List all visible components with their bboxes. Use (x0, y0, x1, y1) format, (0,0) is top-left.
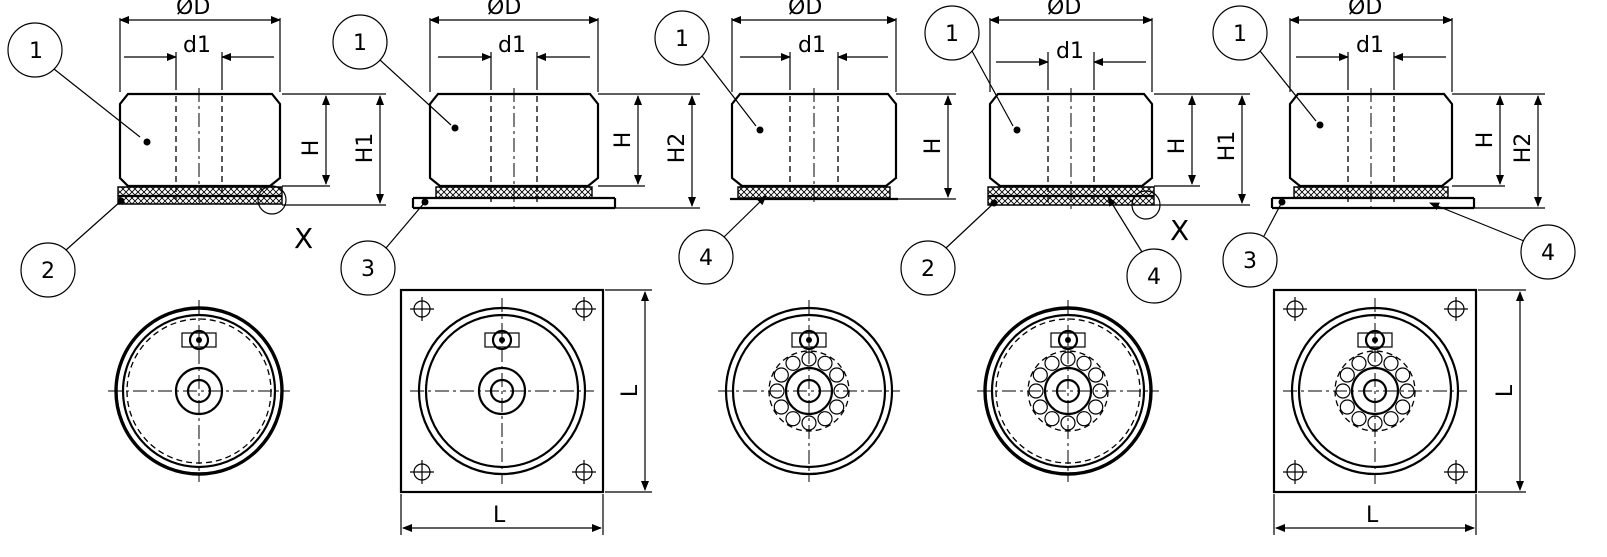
spring-hole (829, 399, 845, 415)
inner-diameter-label: d1 (1356, 33, 1384, 58)
callout-4: 4 (1541, 241, 1555, 266)
plan-view-2: L L (399, 288, 652, 535)
diameter-label: ØD (1047, 0, 1081, 20)
spring-hole (1339, 399, 1355, 415)
spring-hole (1339, 367, 1355, 383)
spring-hole (1395, 399, 1411, 415)
length-label: L (618, 384, 643, 397)
inner-diameter-label: d1 (498, 33, 526, 58)
front-view-3: ØD d1 H 1 4 (654, 0, 956, 285)
spring-hole (773, 367, 789, 383)
callout-3: 3 (361, 257, 375, 282)
spring-hole (1351, 355, 1367, 371)
spring-hole (1044, 411, 1060, 427)
spring-hole (1399, 383, 1415, 399)
spring-hole (817, 411, 833, 427)
callout-2: 2 (921, 257, 935, 282)
valve-icon (1050, 329, 1086, 351)
spring-hole (1088, 367, 1104, 383)
callout-4: 4 (699, 246, 713, 271)
length-label: L (1493, 384, 1518, 397)
front-view-1: ØD d1 H H1 X 1 2 (7, 0, 386, 298)
callout-1: 1 (675, 27, 689, 52)
inner-diameter-label: d1 (1056, 39, 1084, 64)
spring-hole (1383, 411, 1399, 427)
callout-4: 4 (1147, 265, 1161, 290)
height-label: H (1165, 138, 1190, 155)
callout-2: 2 (41, 259, 55, 284)
diameter-label: ØD (788, 0, 822, 20)
spring-hole (1028, 383, 1044, 399)
spring-hole (773, 399, 789, 415)
callout-1: 1 (353, 31, 367, 56)
mounting-hole (410, 297, 596, 484)
spring-hole (1351, 411, 1367, 427)
height-label: H (1473, 132, 1498, 149)
spring-hole (1092, 383, 1108, 399)
height-1-label: H1 (353, 133, 378, 164)
spring-ring (1335, 351, 1415, 431)
spring-hole (1383, 355, 1399, 371)
height-label: H (299, 140, 324, 157)
detail-marker: X (294, 222, 313, 255)
spring-hole (1367, 415, 1383, 431)
inner-diameter-label: d1 (183, 33, 211, 58)
plan-view-3 (718, 300, 900, 482)
valve-icon (791, 329, 827, 351)
spring-hole (1044, 355, 1060, 371)
height-2-label: H2 (1511, 133, 1536, 164)
spring-ring (1028, 351, 1108, 431)
length-label: L (1366, 503, 1379, 528)
inner-diameter-label: d1 (798, 33, 826, 58)
spring-hole (1076, 355, 1092, 371)
plan-view-1 (108, 300, 290, 482)
callout-3: 3 (1243, 249, 1257, 274)
callout-1: 1 (29, 39, 43, 64)
spring-hole (1060, 415, 1076, 431)
height-1-label: H1 (1215, 131, 1240, 162)
callout-1: 1 (1233, 22, 1247, 47)
spring-hole (1032, 367, 1048, 383)
spring-hole (801, 415, 817, 431)
spring-ring (769, 351, 849, 431)
valve-icon (181, 329, 217, 351)
detail-marker: X (1170, 214, 1189, 247)
spring-hole (769, 383, 785, 399)
plan-view-4 (977, 300, 1159, 482)
valve-icon (1357, 329, 1393, 351)
spring-hole (1395, 367, 1411, 383)
front-view-5: ØD d1 H H2 1 3 4 (1212, 0, 1576, 288)
length-label: L (493, 503, 506, 528)
height-label: H (611, 132, 636, 149)
spring-hole (829, 367, 845, 383)
spring-hole (833, 383, 849, 399)
front-view-4: ØD d1 H H1 X 1 2 4 (900, 0, 1250, 304)
diameter-label: ØD (1348, 0, 1382, 20)
spring-hole (1032, 399, 1048, 415)
spring-hole (1060, 351, 1076, 367)
mounting-hole (1283, 297, 1468, 484)
diameter-label: ØD (176, 0, 210, 20)
front-view-2: ØD d1 H H2 1 3 (332, 0, 700, 296)
height-2-label: H2 (665, 133, 690, 164)
spring-hole (785, 355, 801, 371)
height-label: H (921, 138, 946, 155)
spring-hole (1335, 383, 1351, 399)
plan-view-5: L L (1272, 288, 1526, 535)
callout-1: 1 (945, 22, 959, 47)
spring-hole (817, 355, 833, 371)
spring-hole (1076, 411, 1092, 427)
spring-hole (785, 411, 801, 427)
valve-icon (484, 329, 520, 351)
spring-hole (1367, 351, 1383, 367)
spring-hole (1088, 399, 1104, 415)
diameter-label: ØD (487, 0, 521, 20)
spring-hole (801, 351, 817, 367)
